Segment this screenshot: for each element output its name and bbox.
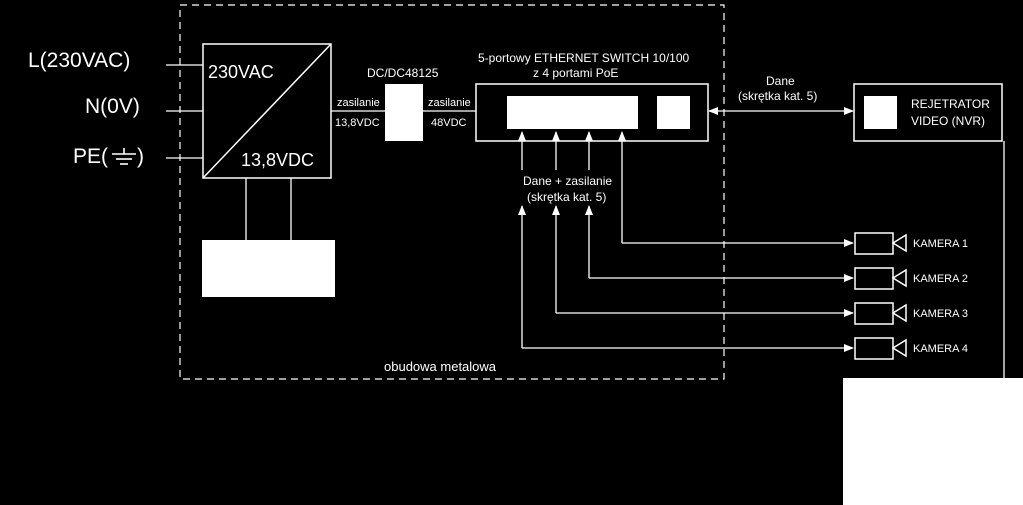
psu-diagonal	[202, 43, 332, 179]
camera-label: KAMERA 4	[913, 343, 968, 355]
dcdc-block	[385, 84, 423, 141]
camera-lens-icon	[891, 303, 907, 323]
input-pe-suffix: )	[137, 145, 144, 168]
dcdc-out-label-2: 48VDC	[431, 117, 467, 129]
dcdc-out-label-1: zasilanie	[428, 97, 471, 109]
data-link-label-2: (skrętka kat. 5)	[738, 89, 817, 103]
camera-icon	[854, 232, 894, 255]
poe-link-label-1: Dane + zasilanie	[523, 174, 612, 188]
camera-label: KAMERA 2	[913, 273, 968, 285]
camera-lens-icon	[891, 233, 907, 253]
camera-lens-icon	[891, 268, 907, 288]
ground-icon	[112, 148, 136, 165]
input-l-label: L(230VAC)	[28, 49, 130, 72]
psu-output-label: 13,8VDC	[241, 150, 314, 170]
input-pe-prefix: PE(	[73, 145, 108, 168]
nvr-label-2: VIDEO (NVR)	[911, 114, 985, 128]
camera-label: KAMERA 3	[913, 308, 968, 320]
camera-2: KAMERA 2	[854, 267, 968, 290]
switch-title-2: z 4 portami PoE	[533, 66, 618, 80]
camera-1: KAMERA 1	[854, 232, 968, 255]
psu-out-label-1: zasilanie	[337, 97, 380, 109]
switch-uplink-port	[657, 96, 690, 129]
nvr-label-1: REJETRATOR	[911, 97, 990, 111]
input-n-label: N(0V)	[85, 95, 140, 118]
camera-icon	[854, 337, 894, 360]
camera-label: KAMERA 1	[913, 238, 968, 250]
data-link-label-1: Dane	[766, 74, 795, 88]
psu-out-label-2: 13,8VDC	[335, 117, 380, 129]
camera-3: KAMERA 3	[854, 302, 968, 325]
camera-lens-icon	[891, 338, 907, 358]
camera-icon	[854, 302, 894, 325]
poe-link-label-2: (skrętka kat. 5)	[527, 190, 606, 204]
psu-input-label: 230VAC	[208, 62, 274, 82]
camera-icon	[854, 267, 894, 290]
enclosure-outline	[179, 4, 725, 380]
monitor-block	[843, 378, 1023, 505]
switch-title-1: 5-portowy ETHERNET SWITCH 10/100	[478, 51, 689, 65]
camera-4: KAMERA 4	[854, 337, 968, 360]
nvr-port	[864, 96, 897, 129]
switch-poe-ports	[507, 96, 638, 129]
battery-block	[202, 240, 335, 297]
enclosure-label: obudowa metalowa	[384, 359, 497, 374]
dcdc-label: DC/DC48125	[367, 66, 439, 80]
